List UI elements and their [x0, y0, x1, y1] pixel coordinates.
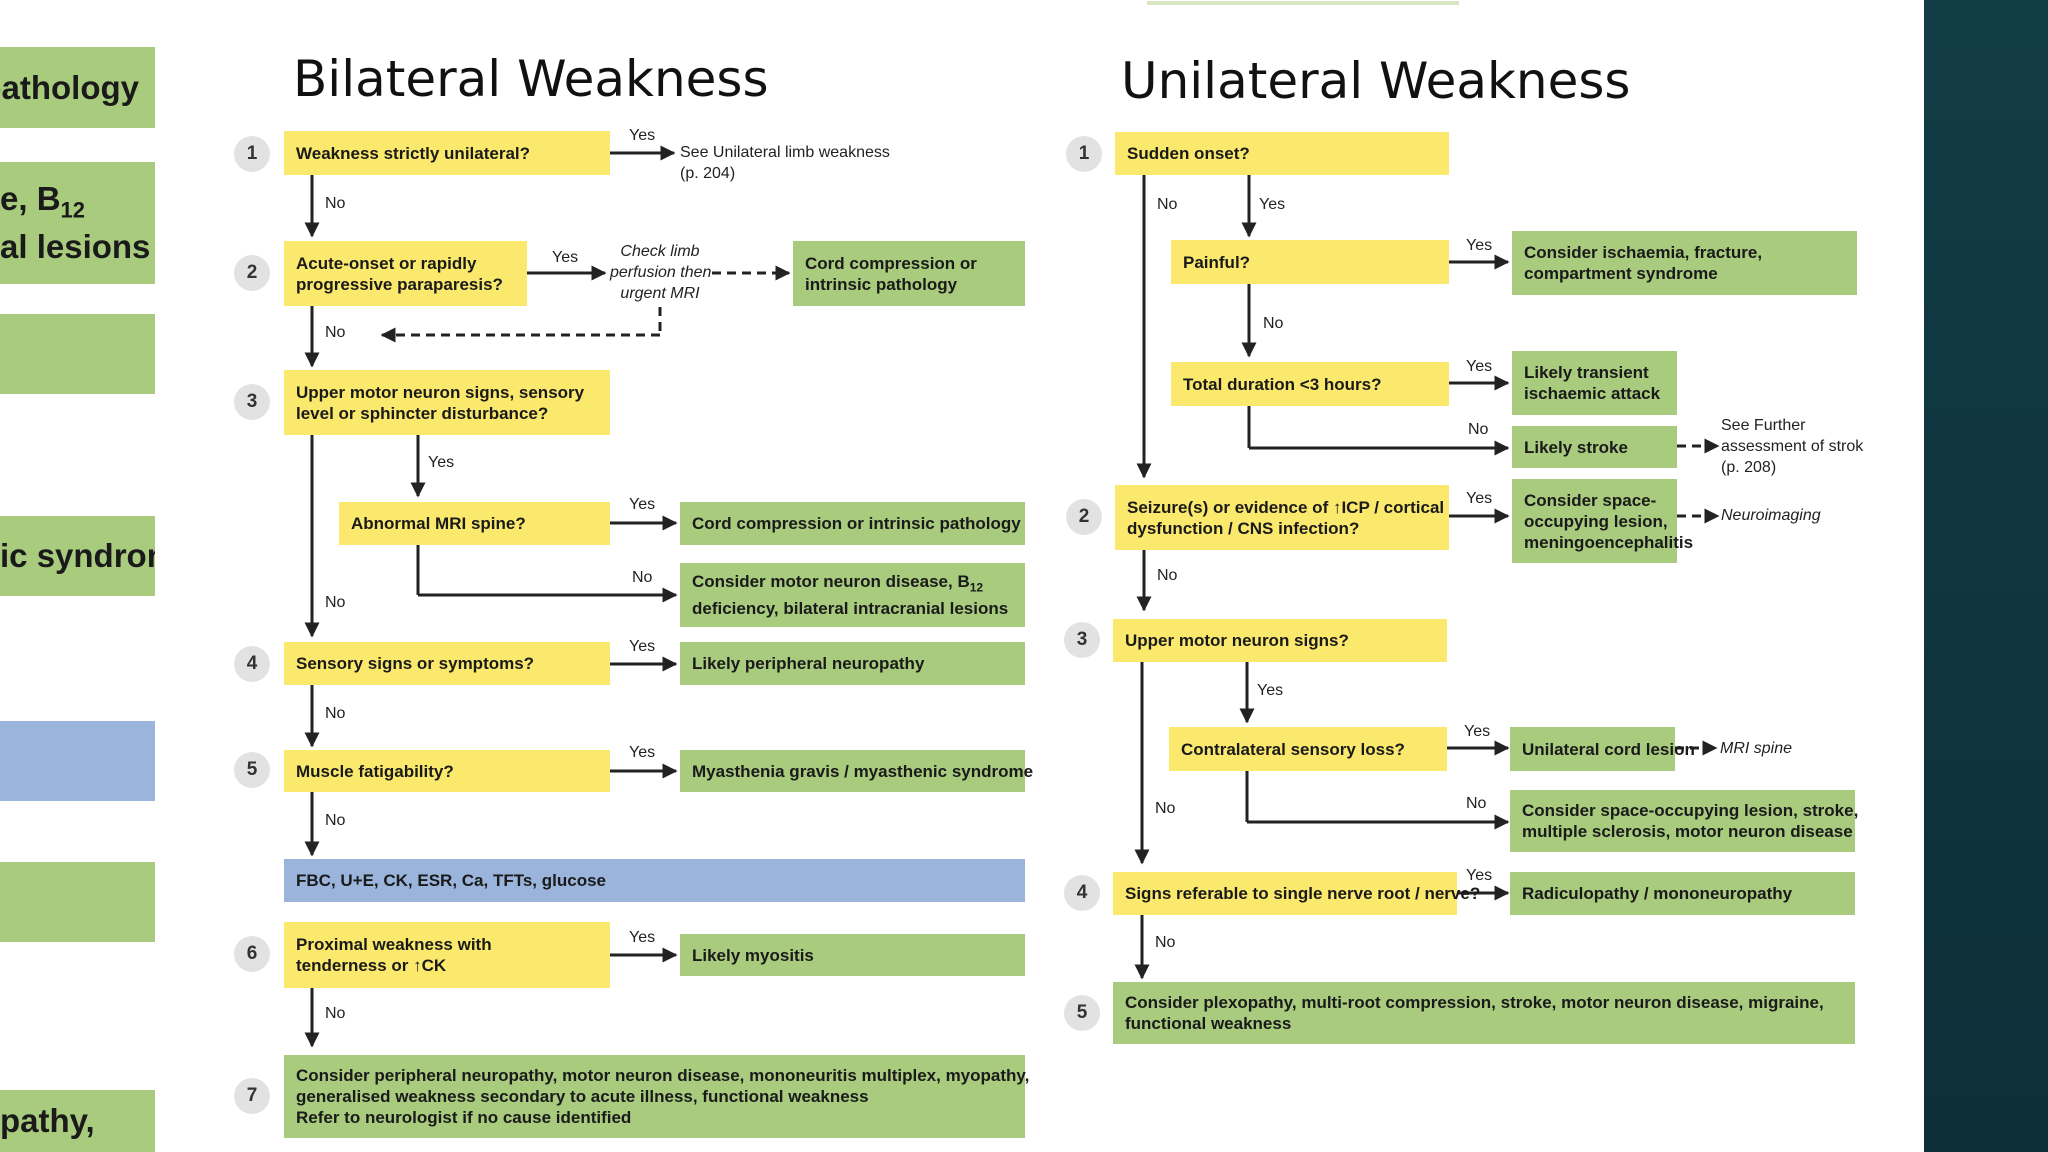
u1-stroke-outcome: Likely stroke: [1512, 426, 1677, 468]
u4-question-box: Signs referable to single nerve root / n…: [1113, 872, 1480, 915]
b1-question-box: Weakness strictly unilateral?: [284, 131, 610, 175]
u1-question-box: Sudden onset?: [1115, 132, 1449, 175]
step-number-1: 1: [234, 136, 270, 172]
u-step-number-3: 3: [1064, 622, 1100, 658]
dark-side-panel: [1924, 0, 2048, 1152]
b2-yes-label: Yes: [552, 249, 579, 266]
b4-question-box: Sensory signs or symptoms?: [284, 642, 610, 685]
b6-no-label: No: [325, 1005, 346, 1022]
u3-no-label: No: [1155, 800, 1176, 817]
u2-outcome-box: Consider space-occupying lesion,meningoe…: [1512, 479, 1693, 563]
left-panel-item-4: ic syndrome: [0, 516, 155, 596]
left-panel-item-5: [0, 721, 155, 801]
b5-yes-label: Yes: [629, 744, 656, 761]
b1-question: Weakness strictly unilateral?: [296, 143, 531, 163]
u-step-number-4: 4: [1064, 875, 1100, 911]
b4-no-label: No: [325, 705, 346, 722]
b3-yes-label: Yes: [428, 454, 455, 471]
u-step-number-1: 1: [1066, 136, 1102, 172]
u1-painful-box: Painful?: [1171, 240, 1449, 284]
step-number-7: 7: [234, 1078, 270, 1114]
u4-no-label: No: [1155, 934, 1176, 951]
u3-question-box: Upper motor neuron signs?: [1113, 619, 1447, 662]
step-number-2: 2: [234, 255, 270, 291]
u1-duration-box: Total duration <3 hours?: [1171, 362, 1449, 406]
u3-sensory-no-label: No: [1466, 795, 1487, 812]
u1-painful-outcome: Consider ischaemia, fracture,compartment…: [1512, 231, 1857, 295]
u1-yes-label: Yes: [1259, 196, 1286, 213]
b4-yes-label: Yes: [629, 638, 656, 655]
u2-no-label: No: [1157, 567, 1178, 584]
step-number-5: 5: [234, 752, 270, 788]
investigations-box: FBC, U+E, CK, ESR, Ca, TFTs, glucose: [284, 859, 1025, 902]
b6-yes-label: Yes: [629, 929, 656, 946]
u1-duration-no-label: No: [1468, 421, 1489, 438]
b3-mri-no-label: No: [632, 569, 653, 586]
u1-no-label: No: [1157, 196, 1178, 213]
u4-yes-label: Yes: [1466, 867, 1493, 884]
unilateral-title: Unilateral Weakness: [1121, 52, 1631, 110]
u1-painful-no-label: No: [1263, 315, 1284, 332]
u4-outcome-box: Radiculopathy / mononeuropathy: [1510, 872, 1855, 915]
left-panel-item-6: [0, 862, 155, 942]
b3-no-label: No: [325, 594, 346, 611]
u1-painful-yes-label: Yes: [1466, 237, 1493, 254]
b3-mri-yes-label: Yes: [629, 496, 656, 513]
u3-sensory-no-outcome: Consider space-occupying lesion, stroke,…: [1510, 790, 1858, 852]
b1-no-label: No: [325, 195, 346, 212]
u-step-number-5: 5: [1064, 995, 1100, 1031]
u3-cord-lesion-outcome: Unilateral cord lesion: [1510, 727, 1695, 771]
u3-sensory-yes-label: Yes: [1464, 723, 1491, 740]
b6-outcome-box: Likely myositis: [680, 934, 1025, 976]
b2-question-line1: Acute-onset or rapidly: [296, 253, 477, 273]
b4-outcome-box: Likely peripheral neuropathy: [680, 642, 1025, 685]
u3-sensory-question-box: Contralateral sensory loss?: [1169, 727, 1447, 771]
u-step-number-2: 2: [1066, 499, 1102, 535]
u5-conclusion-box: Consider plexopathy, multi-root compress…: [1113, 982, 1855, 1044]
u1-duration-yes-label: Yes: [1466, 358, 1493, 375]
bilateral-title: Bilateral Weakness: [293, 50, 769, 108]
b5-outcome-box: Myasthenia gravis / myasthenic syndrome: [680, 750, 1033, 792]
left-panel-item-7: pathy,: [0, 1090, 155, 1152]
u2-question-box: Seizure(s) or evidence of ↑ICP / cortica…: [1115, 485, 1449, 550]
left-panel-item-3: [0, 314, 155, 394]
left-panel-item-2: e, B12 al lesions: [0, 162, 155, 284]
b3-mri-yes-outcome: Cord compression or intrinsic pathology: [680, 502, 1025, 545]
b7-conclusion-box: Consider peripheral neuropathy, motor ne…: [284, 1055, 1029, 1138]
b5-question-box: Muscle fatigability?: [284, 750, 610, 792]
b2-question-line2: progressive paraparesis?: [296, 274, 503, 294]
u2-neuroimaging-note: Neuroimaging: [1721, 507, 1821, 524]
u3-yes-label: Yes: [1257, 682, 1284, 699]
b1-see-note: See Unilateral limb weakness(p. 204): [680, 144, 890, 182]
step-number-4: 4: [234, 646, 270, 682]
step-number-6: 6: [234, 936, 270, 972]
u3-mri-spine-note: MRI spine: [1720, 740, 1793, 757]
u2-yes-label: Yes: [1466, 490, 1493, 507]
b2-no-label: No: [325, 324, 346, 341]
step-number-3: 3: [234, 384, 270, 420]
b3-mri-question-box: Abnormal MRI spine?: [339, 502, 610, 545]
b5-no-label: No: [325, 812, 346, 829]
b1-yes-label: Yes: [629, 127, 656, 144]
left-panel-item-1: pathology: [0, 47, 155, 128]
